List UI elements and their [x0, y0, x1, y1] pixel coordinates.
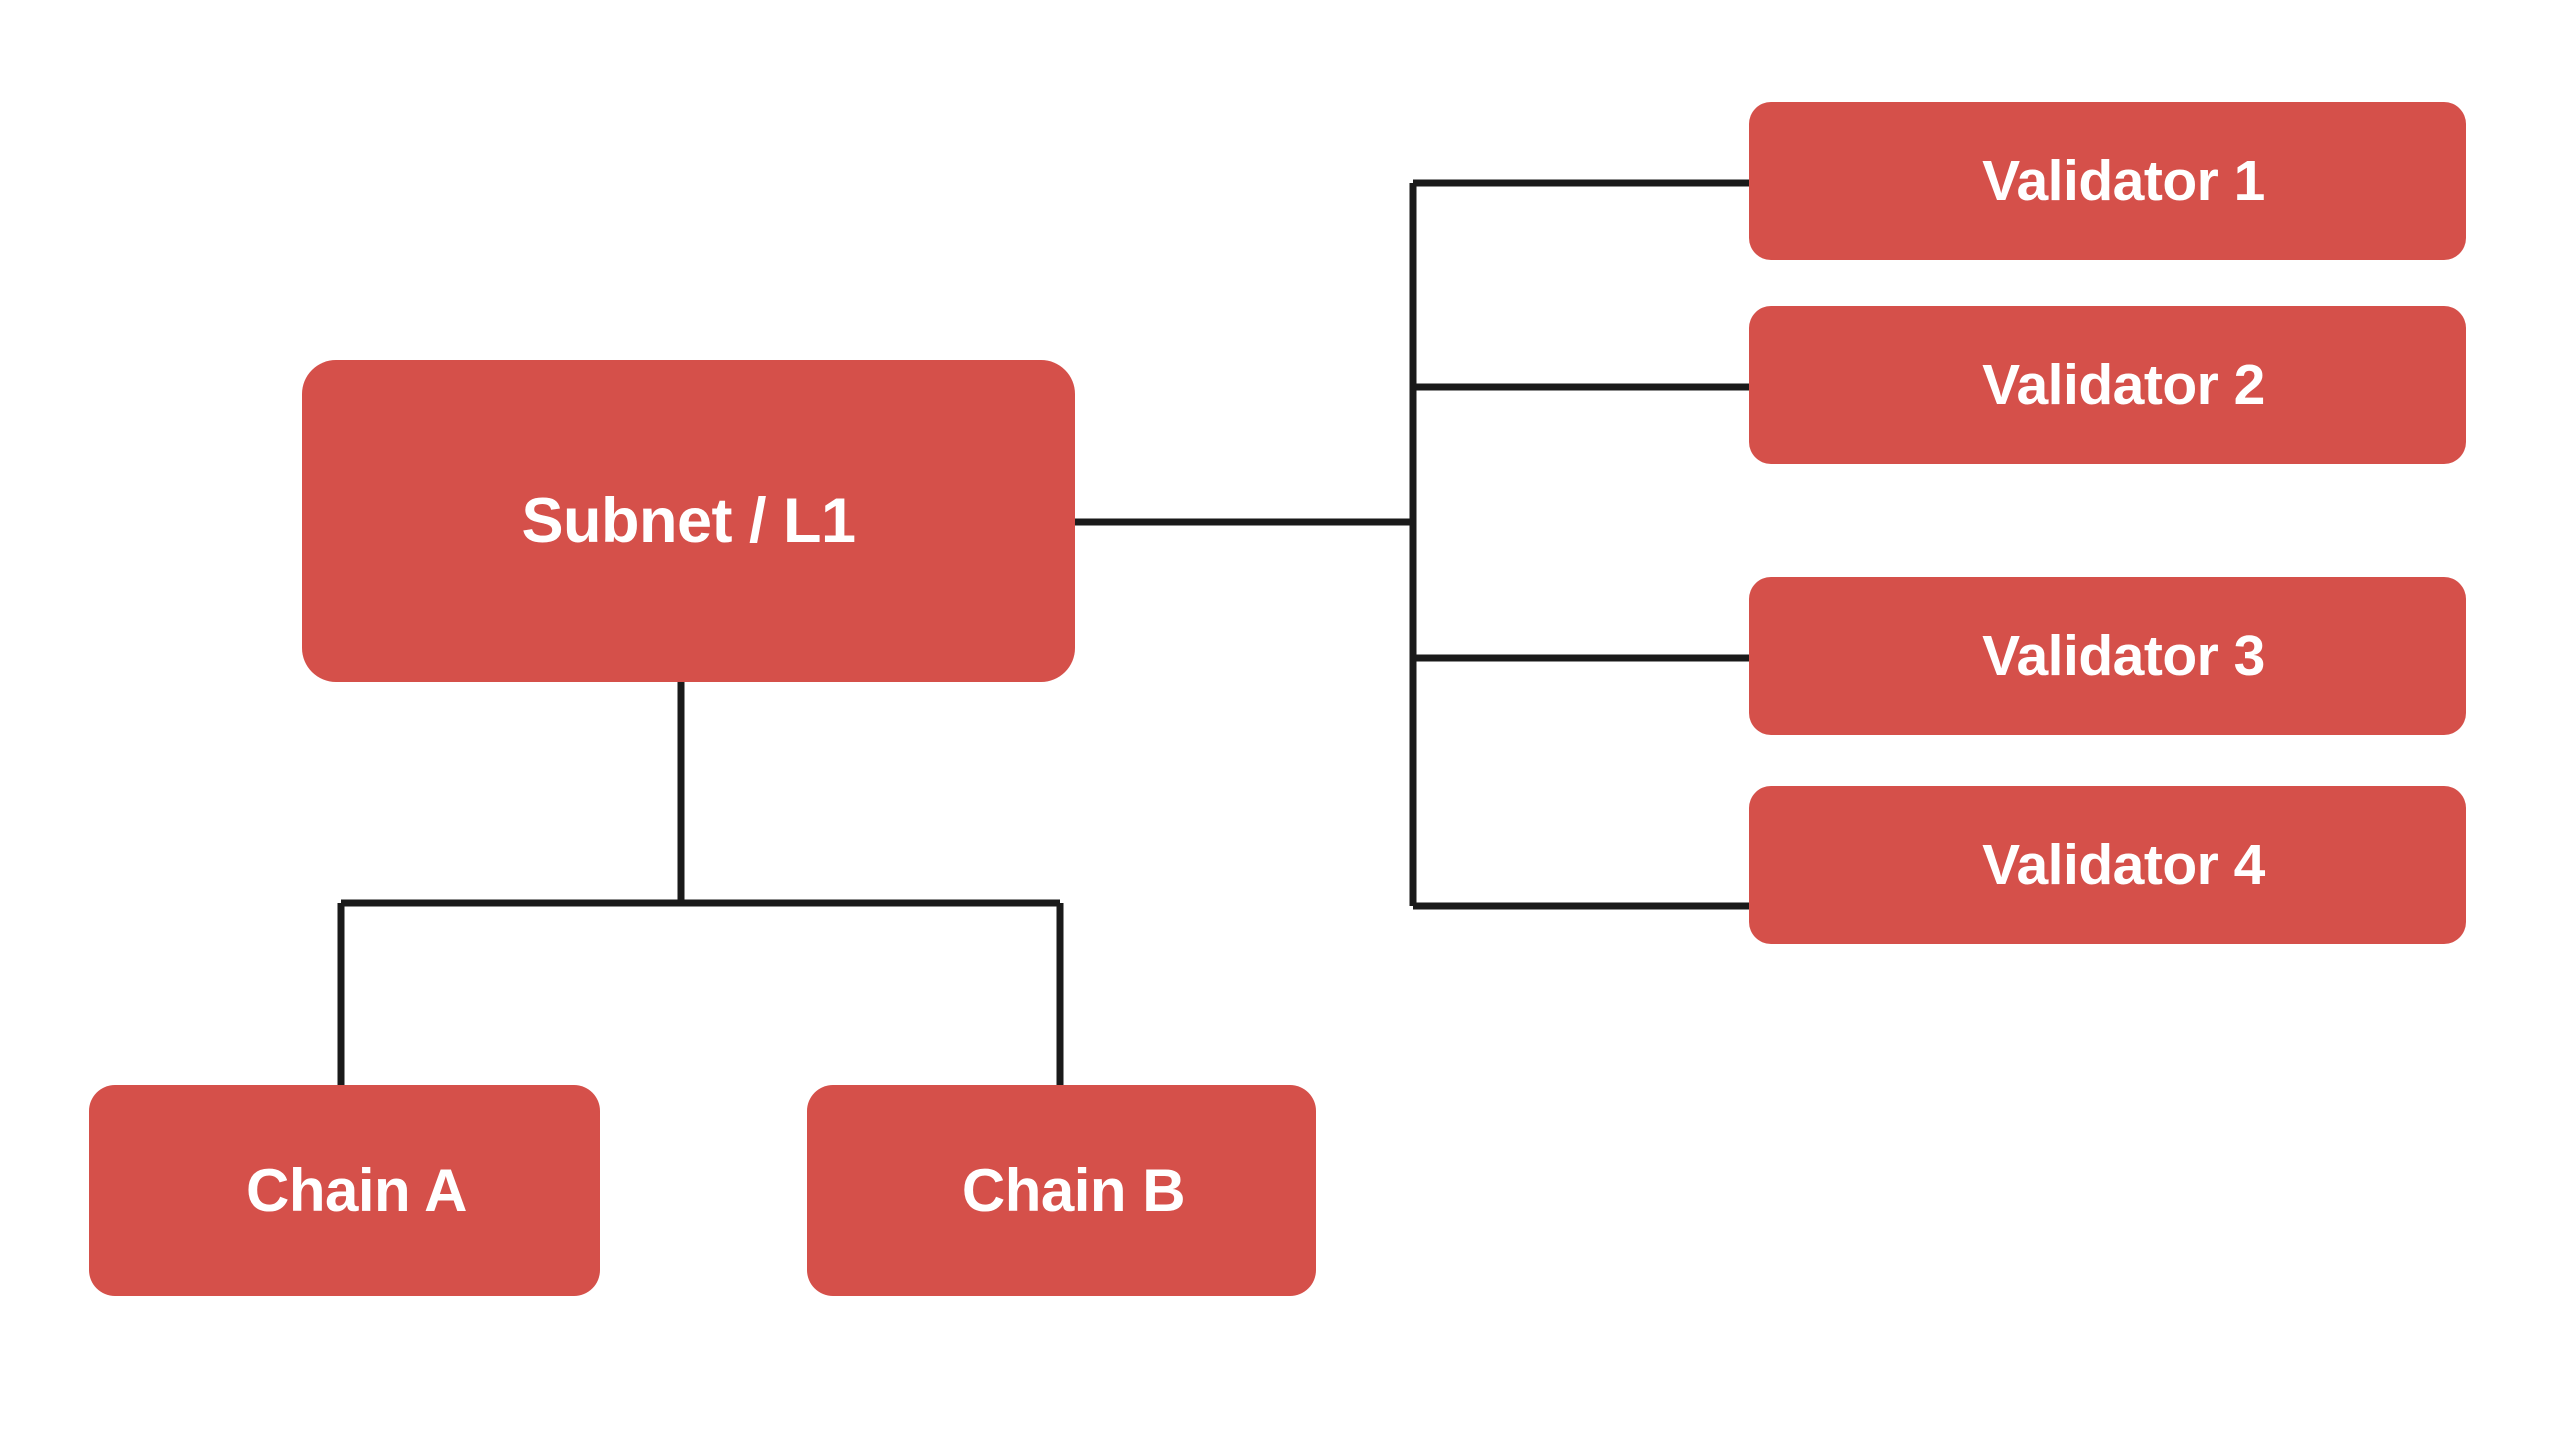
node-validator-2-label: Validator 2	[1982, 353, 2265, 417]
node-validator-3[interactable]: Validator 3	[1749, 577, 2466, 735]
node-subnet-l1-label: Subnet / L1	[521, 486, 856, 556]
node-validator-4[interactable]: Validator 4	[1749, 786, 2466, 944]
node-subnet-l1[interactable]: Subnet / L1	[302, 360, 1075, 682]
node-chain-b-label: Chain B	[961, 1157, 1186, 1224]
node-validator-4-label: Validator 4	[1982, 833, 2265, 897]
node-chain-b[interactable]: Chain B	[807, 1085, 1316, 1296]
node-validator-1[interactable]: Validator 1	[1749, 102, 2466, 260]
node-validator-3-label: Validator 3	[1982, 624, 2265, 688]
node-validator-2[interactable]: Validator 2	[1749, 306, 2466, 464]
node-validator-1-label: Validator 1	[1982, 149, 2265, 213]
node-chain-a[interactable]: Chain A	[89, 1085, 600, 1296]
node-chain-a-label: Chain A	[246, 1157, 467, 1224]
